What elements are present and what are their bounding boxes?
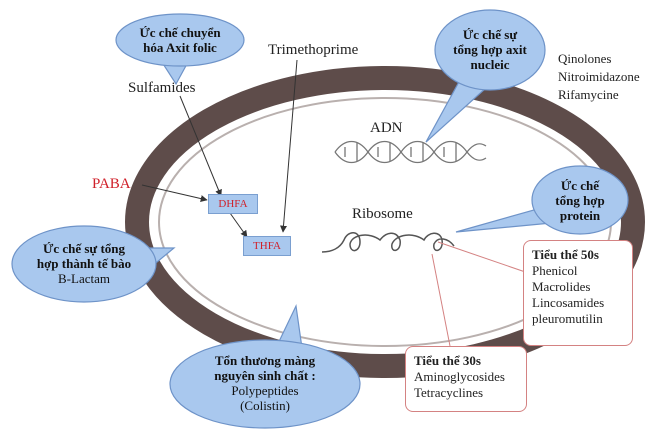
subunit-50s-item: Lincosamides — [532, 295, 605, 310]
subunit-30s-title: Tiểu thể 30s — [414, 353, 481, 368]
bubble-cellwall-line2: hợp thành tế bào — [36, 256, 132, 271]
subunit-50s-title: Tiểu thể 50s — [532, 247, 599, 262]
bubble-nucleic — [425, 9, 546, 143]
bubble-folic-line2: hóa Axit folic — [143, 40, 217, 55]
ribosome-strand — [321, 232, 455, 253]
arrow-trimethoprime — [280, 59, 298, 233]
label-paba: PABA — [92, 176, 131, 192]
bubble-folic — [115, 13, 245, 86]
bubble-cellwall — [11, 225, 176, 303]
bubble-cellwall-line1: Ức chế sự tổng — [42, 241, 126, 256]
bubble-cellwall-drug: B-Lactam — [58, 271, 110, 286]
bubble-nucleic-line2: tổng hợp axit — [453, 42, 527, 57]
subunit-50s-item: Macrolides — [532, 279, 591, 294]
bubble-membrane-line1: Tổn thương màng — [214, 353, 316, 368]
bubble-membrane-text: Tổn thương màng nguyên sinh chất : Polyp… — [190, 353, 340, 413]
subunit-30s-item: Aminoglycosides — [414, 369, 505, 384]
bubble-protein-line1: Ức chế — [560, 178, 600, 193]
subunit-50s-item: Phenicol — [532, 263, 578, 278]
label-ribosome: Ribosome — [352, 206, 413, 222]
arrow-dhfa-thfa — [229, 212, 248, 238]
bubble-nucleic-text: Ức chế sự tổng hợp axit nucleic — [440, 27, 540, 72]
subunit-50s-box: Tiểu thể 50s Phenicol Macrolides Lincosa… — [523, 240, 633, 346]
nucleic-drug-list: Qinolones Nitroimidazone Rifamycine — [558, 50, 640, 104]
pointer-ribosome-50s — [437, 241, 538, 277]
pointer-ribosome-30s — [431, 253, 451, 347]
bubble-membrane-drug1: Polypeptides — [231, 383, 299, 398]
bubble-cellwall-text: Ức chế sự tổng hợp thành tế bào B-Lactam — [22, 241, 146, 286]
bubble-protein-text: Ức chế tổng hợp protein — [540, 178, 620, 223]
bubble-folic-text: Ức chế chuyển hóa Axit folic — [126, 25, 234, 55]
bubble-membrane — [169, 303, 361, 429]
label-adn: ADN — [370, 120, 403, 136]
bubble-protein — [455, 165, 629, 235]
label-thfa: THFA — [243, 236, 291, 256]
bubble-nucleic-line3: nucleic — [470, 57, 510, 72]
subunit-30s-item: Tetracyclines — [414, 385, 484, 400]
subunit-50s-item: pleuromutilin — [532, 311, 603, 326]
nucleic-drug: Rifamycine — [558, 87, 619, 102]
bubble-membrane-line2: nguyên sinh chất : — [214, 368, 316, 383]
nucleic-drug: Qinolones — [558, 51, 612, 66]
label-dhfa: DHFA — [208, 194, 258, 214]
label-sulfamides: Sulfamides — [128, 80, 196, 96]
bubble-folic-line1: Ức chế chuyển — [139, 25, 221, 40]
nucleic-drug: Nitroimidazone — [558, 69, 640, 84]
bubble-protein-line2: tổng hợp — [555, 193, 605, 208]
subunit-30s-box: Tiểu thể 30s Aminoglycosides Tetracyclin… — [405, 346, 527, 412]
dna-helix — [334, 140, 487, 164]
bubble-membrane-drug2: (Colistin) — [240, 398, 290, 413]
label-trimethoprime: Trimethoprime — [268, 42, 359, 58]
bubble-nucleic-line1: Ức chế sự — [462, 27, 518, 42]
arrow-sulfamides — [179, 95, 222, 197]
arrow-paba — [141, 184, 208, 202]
cell-wall — [125, 66, 645, 378]
bubble-protein-line3: protein — [559, 208, 601, 223]
